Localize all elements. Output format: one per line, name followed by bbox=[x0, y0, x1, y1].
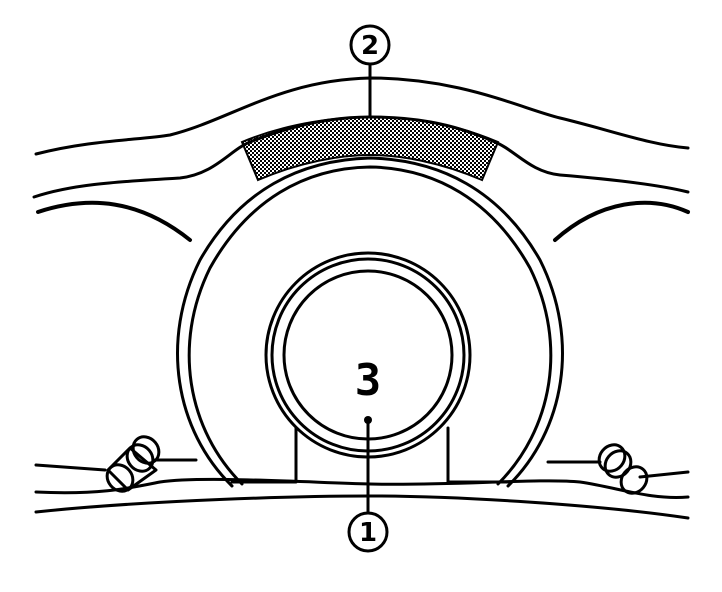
dash-bottom-edge bbox=[34, 494, 690, 520]
shaded-indicator-band bbox=[240, 115, 500, 182]
dash-lower-line bbox=[34, 477, 690, 499]
meter-outer-ring bbox=[176, 156, 564, 488]
display-stand-left bbox=[230, 426, 298, 484]
display-stand-right bbox=[446, 426, 510, 484]
callout-1: 1 bbox=[347, 416, 389, 553]
right-gauge-arc bbox=[553, 200, 690, 242]
callout-1-label: 1 bbox=[359, 518, 377, 548]
dash-left-ledge bbox=[34, 463, 107, 472]
gear-position-digit: 3 bbox=[355, 355, 382, 406]
right-knob bbox=[597, 443, 649, 495]
left-knob bbox=[105, 435, 161, 493]
callout-2-label: 2 bbox=[361, 31, 379, 61]
meter-inner-ring bbox=[187, 165, 553, 486]
left-gauge-arc bbox=[36, 200, 192, 242]
callout-2: 2 bbox=[349, 24, 391, 117]
